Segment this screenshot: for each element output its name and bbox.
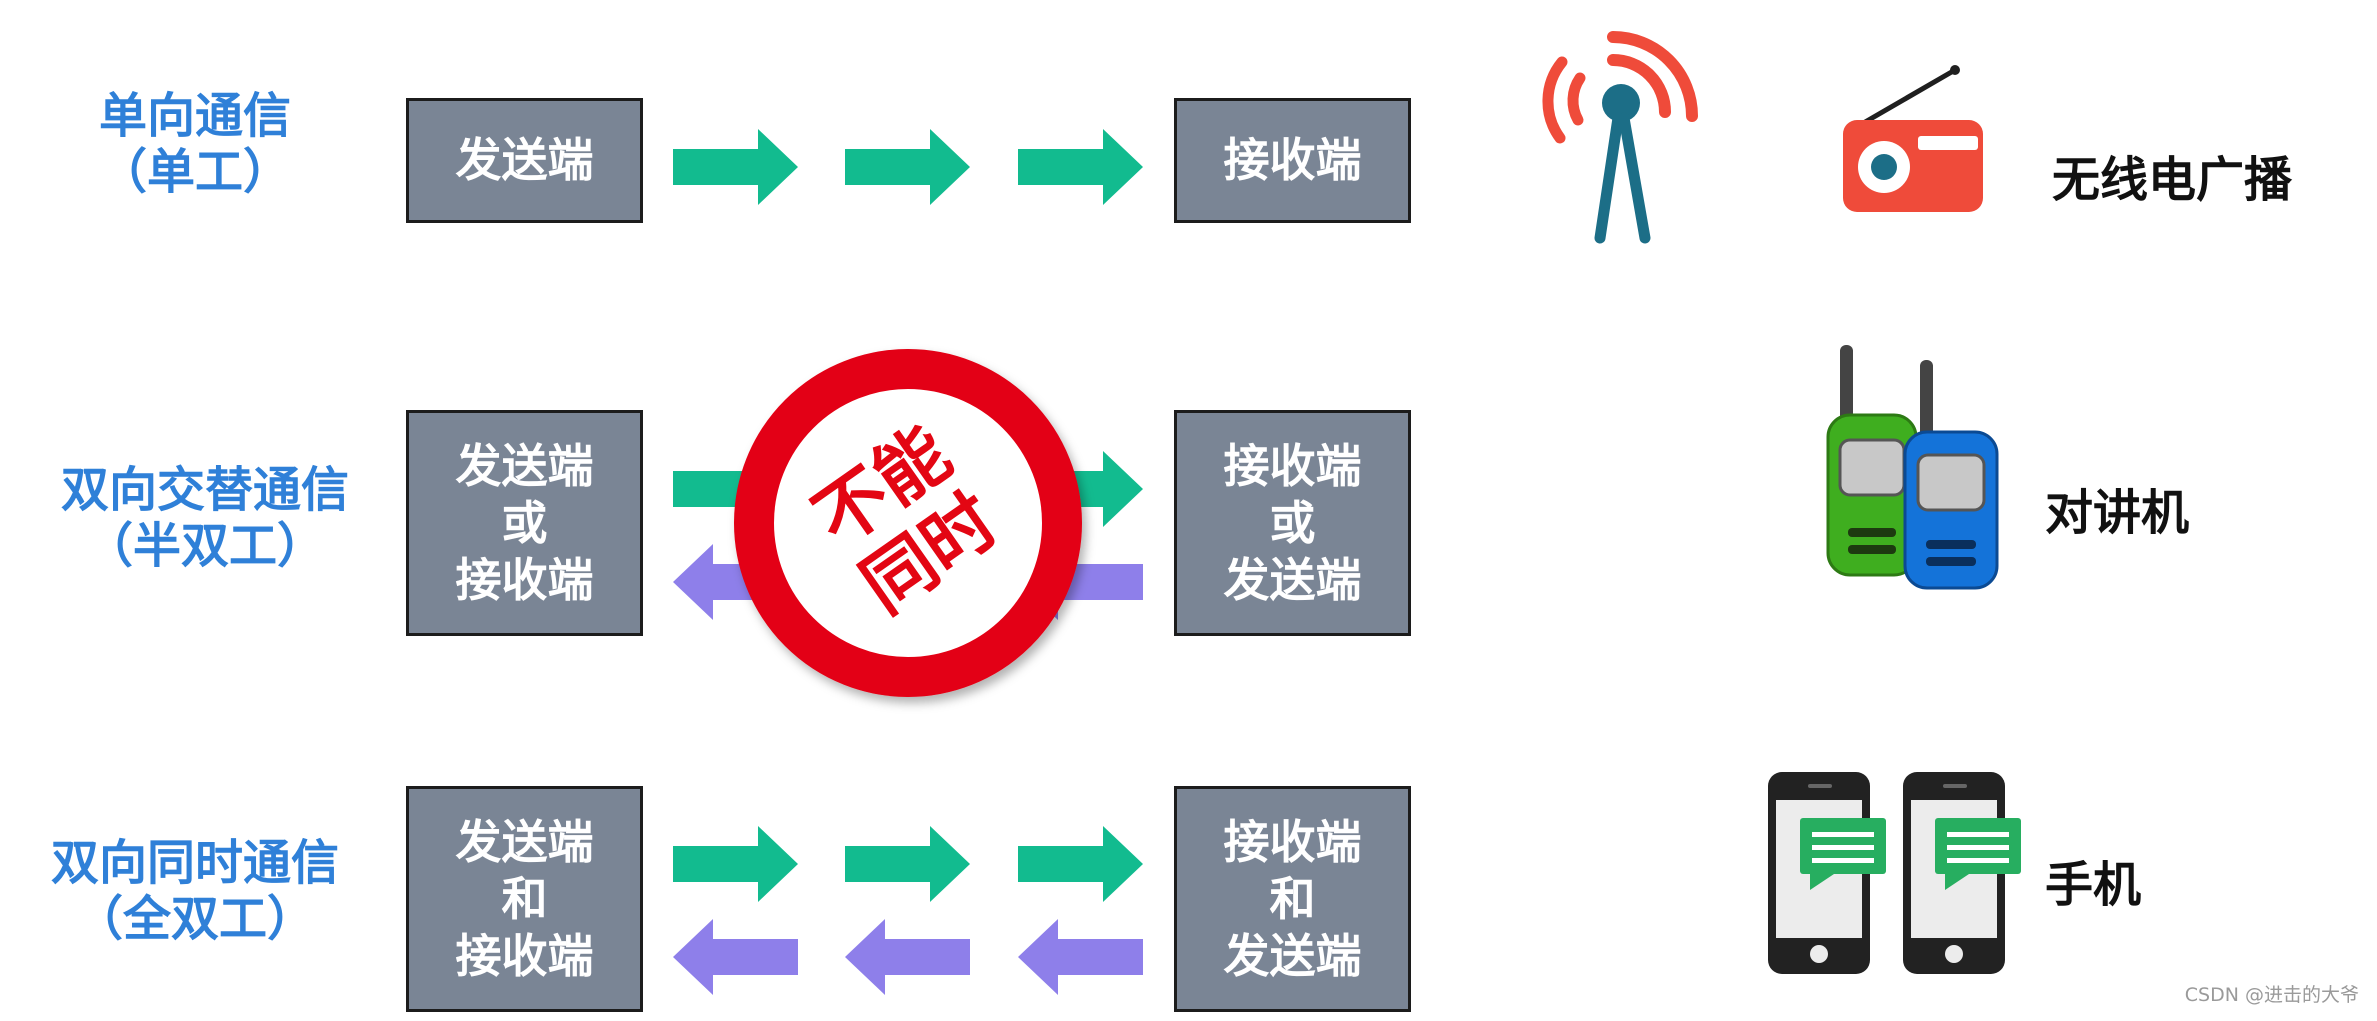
box-text: 发送端 (455, 438, 594, 493)
device-label-radio: 无线电广播 (2052, 152, 2293, 208)
box-text: 发送端 (1223, 928, 1362, 983)
mode-abbrev: （全双工） (74, 891, 315, 947)
mode-name: 单向通信 (98, 88, 291, 144)
box-text: 接收端 (1223, 814, 1362, 869)
mode-label-half-duplex: 双向交替通信 （半双工） (40, 462, 370, 574)
arrow-left-icon (673, 919, 798, 995)
arrow-right-icon (1018, 826, 1143, 902)
arrow-left-icon (845, 919, 970, 995)
box-text: 接收端 (455, 928, 594, 983)
arrow-left-icon (1018, 919, 1143, 995)
mode-abbrev: （半双工） (84, 518, 325, 574)
receiver-or-sender-box: 接收端 或 发送端 (1174, 410, 1411, 636)
mode-abbrev: （单工） (98, 144, 291, 200)
box-text: 接收端 (455, 552, 594, 607)
device-label-phone: 手机 (2045, 857, 2142, 913)
mode-label-full-duplex: 双向同时通信 （全双工） (40, 835, 350, 947)
box-text: 接收端 (1223, 438, 1362, 493)
box-text: 和 (1269, 871, 1316, 926)
watermark: CSDN @进击的大爷 (2184, 984, 2359, 1006)
arrow-right-icon (1018, 129, 1143, 205)
sender-and-receiver-box: 发送端 和 接收端 (406, 786, 643, 1012)
receiver-box: 接收端 (1174, 98, 1411, 223)
box-text: 发送端 (1223, 552, 1362, 607)
sender-or-receiver-box: 发送端 或 接收端 (406, 410, 643, 636)
arrow-right-icon (845, 826, 970, 902)
mode-label-simplex: 单向通信 （单工） (40, 88, 350, 200)
mode-name: 双向交替通信 (60, 462, 349, 518)
box-text: 或 (1269, 495, 1316, 550)
arrow-right-icon (673, 129, 798, 205)
box-text: 接收端 (1223, 133, 1362, 187)
device-label-walkie-talkie: 对讲机 (2045, 485, 2190, 541)
box-text: 和 (501, 871, 548, 926)
box-text: 发送端 (455, 814, 594, 869)
receiver-and-sender-box: 接收端 和 发送端 (1174, 786, 1411, 1012)
stamp-ring (734, 349, 1082, 697)
arrow-right-icon (845, 129, 970, 205)
mode-name: 双向同时通信 (50, 835, 339, 891)
box-text: 或 (501, 495, 548, 550)
arrow-right-icon (1018, 451, 1143, 527)
box-text: 发送端 (455, 133, 594, 187)
arrow-right-icon (673, 826, 798, 902)
arrow-left-icon (673, 544, 798, 620)
sender-box: 发送端 (406, 98, 643, 223)
